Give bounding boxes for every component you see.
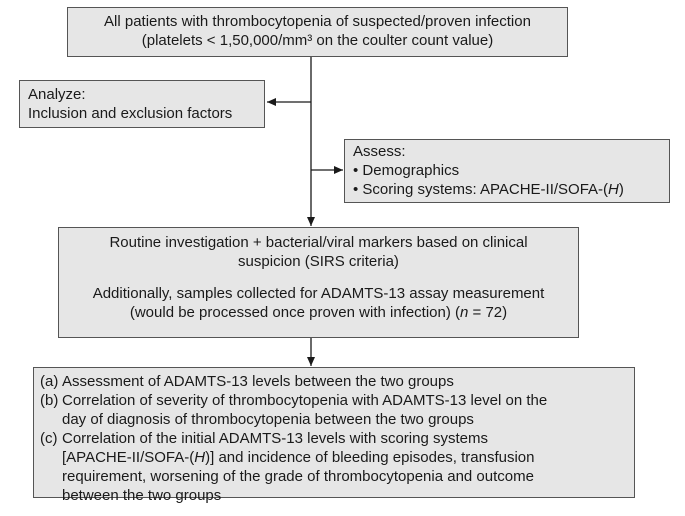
assess-list: Demographics Scoring systems: APACHE-II/…	[353, 161, 661, 199]
outcome-item-a: (a) Assessment of ADAMTS-13 levels betwe…	[40, 373, 454, 390]
eligibility-line-2: (platelets < 1,50,000/mm³ on the coulter…	[141, 32, 494, 49]
assess-box: Assess: Demographics Scoring systems: AP…	[344, 139, 670, 203]
investigation-box: Routine investigation + bacterial/viral …	[58, 227, 579, 338]
analyze-heading: Analyze:	[28, 86, 86, 103]
assess-item-demographics: Demographics	[353, 161, 661, 180]
investigation-line-4: (would be processed once proven with inf…	[129, 304, 508, 321]
analyze-detail: Inclusion and exclusion factors	[28, 105, 233, 122]
eligibility-line-1: All patients with thrombocytopenia of su…	[104, 13, 531, 30]
assess-item-scoring: Scoring systems: APACHE-II/SOFA-(H)	[353, 180, 661, 199]
investigation-line-2: suspicion (SIRS criteria)	[238, 253, 399, 270]
outcomes-box: (a) Assessment of ADAMTS-13 levels betwe…	[33, 367, 635, 504]
analyze-box: Analyze: Inclusion and exclusion factors	[19, 80, 265, 128]
investigation-line-3: Additionally, samples collected for ADAM…	[92, 285, 545, 302]
assess-heading: Assess:	[353, 143, 406, 160]
investigation-line-1: Routine investigation + bacterial/viral …	[109, 234, 528, 251]
outcomes-list: (a) Assessment of ADAMTS-13 levels betwe…	[40, 372, 628, 505]
eligibility-box: All patients with thrombocytopenia of su…	[67, 7, 568, 57]
outcome-item-b: (b) Correlation of severity of thrombocy…	[40, 392, 548, 428]
outcome-item-c: (c) Correlation of the initial ADAMTS-13…	[40, 430, 535, 504]
